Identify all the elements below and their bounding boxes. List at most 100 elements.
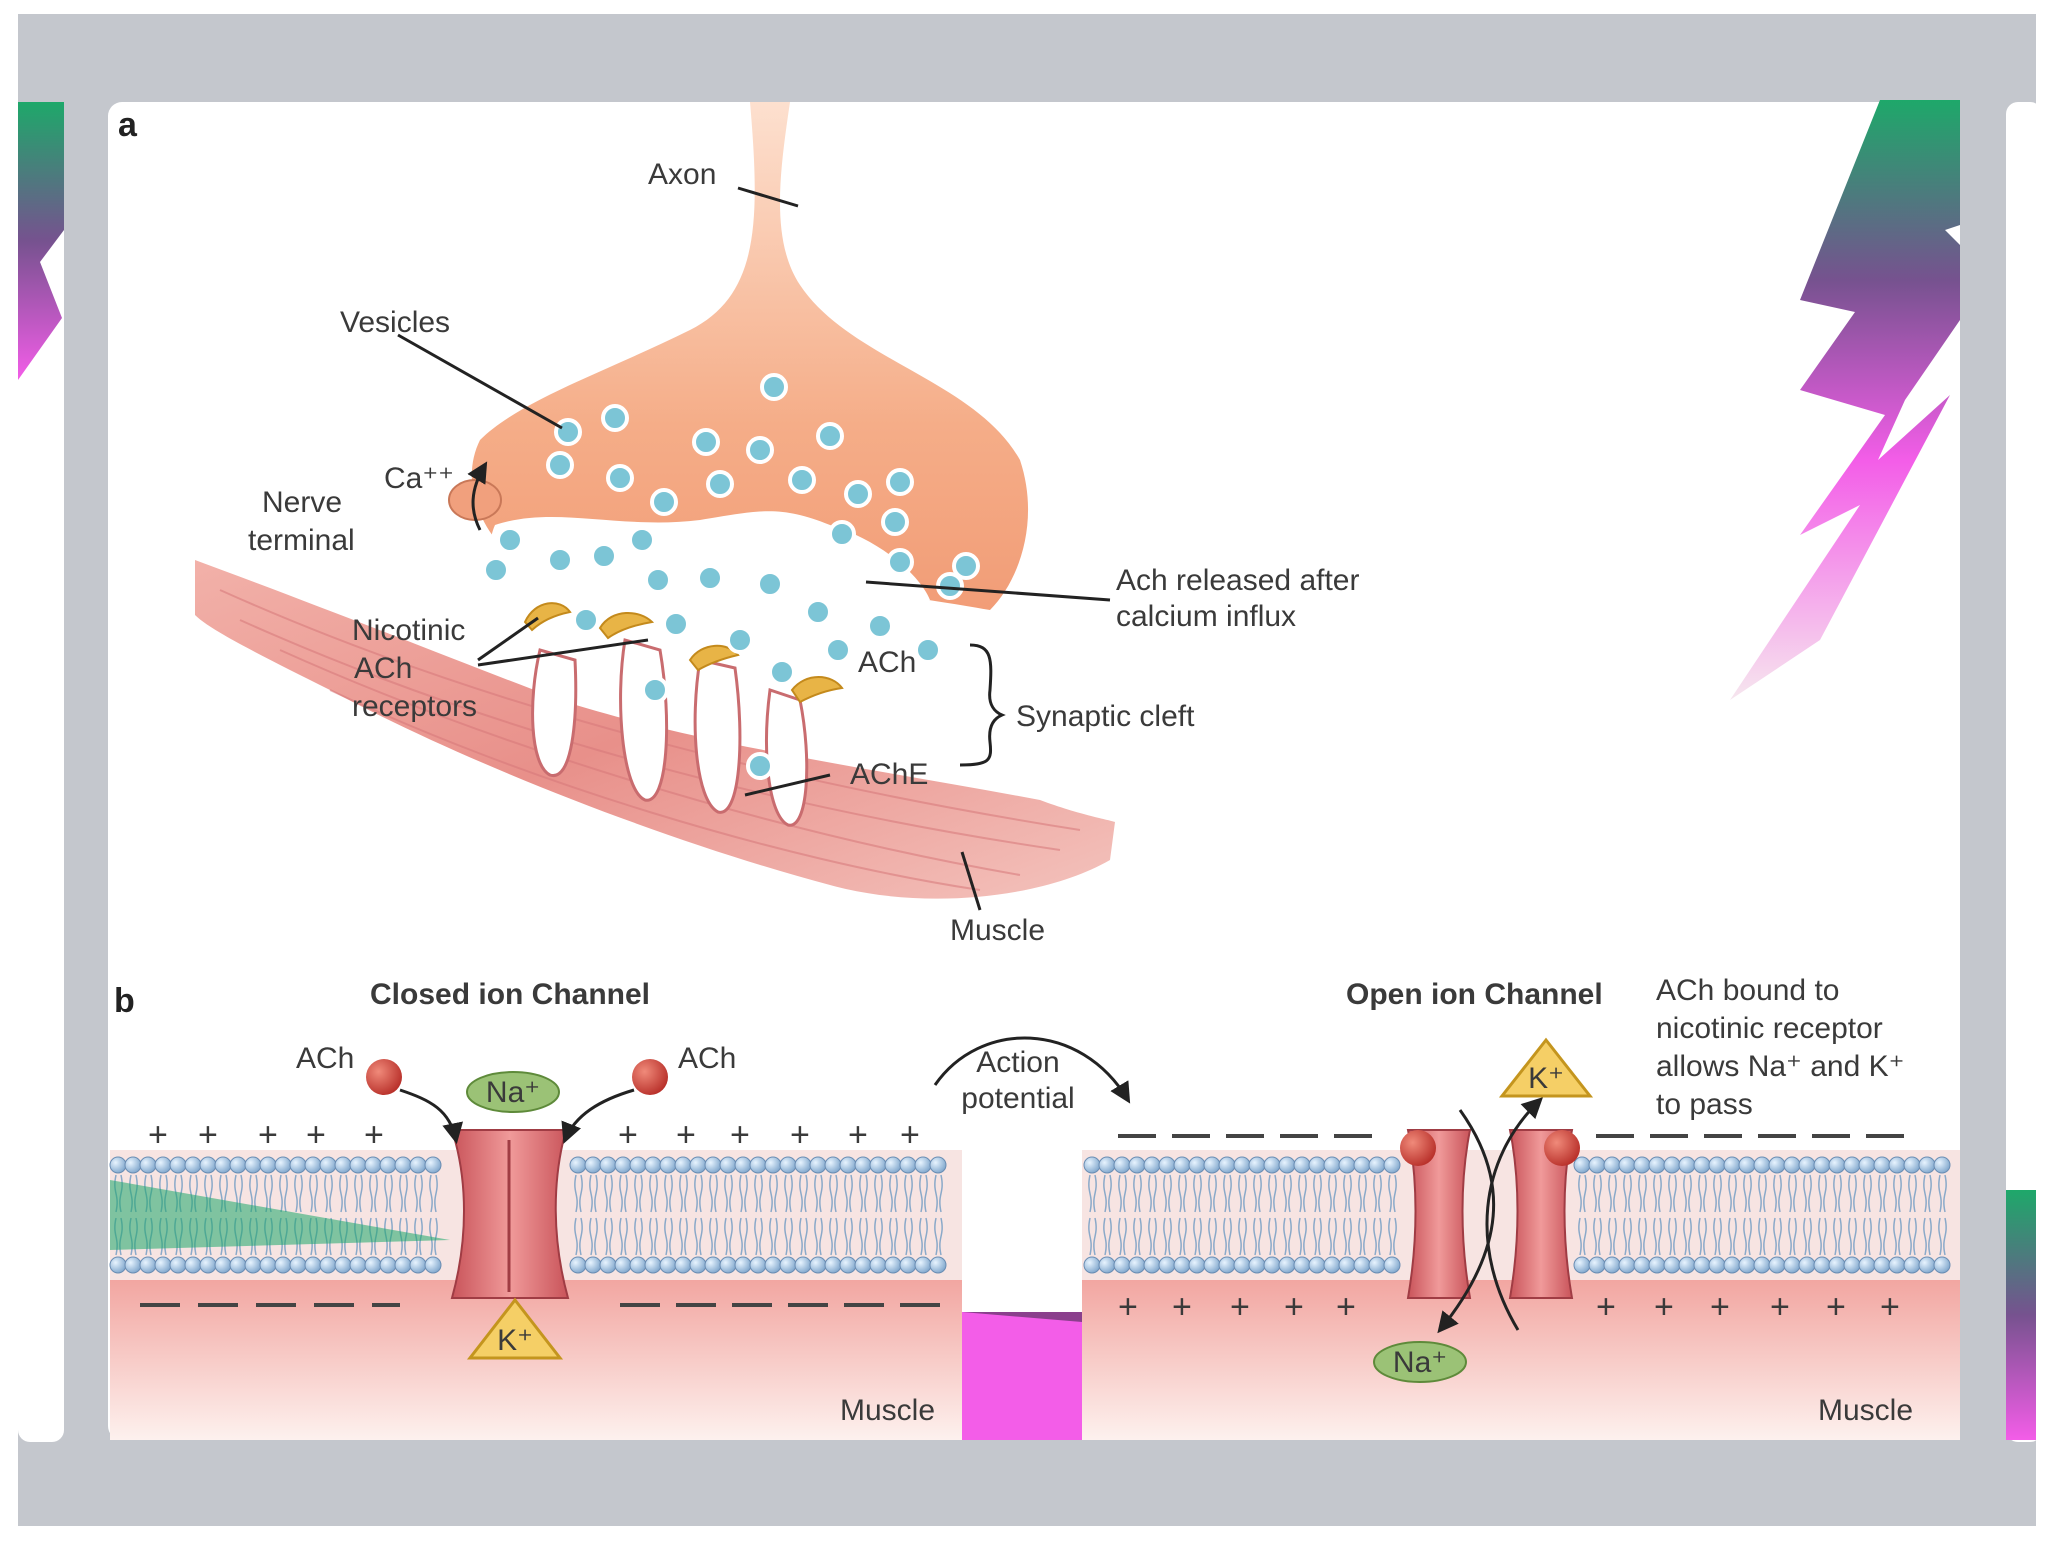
lipid-tail (739, 1217, 748, 1256)
lipid-tail (1923, 1174, 1932, 1213)
lipid-tail (829, 1217, 838, 1256)
lipid-head (614, 1256, 632, 1274)
lipid-head (824, 1256, 842, 1274)
lipid-head (1173, 1256, 1191, 1274)
lipid-head (214, 1156, 232, 1174)
lipid-head (379, 1256, 397, 1274)
lipid-head (644, 1256, 662, 1274)
lipid-tail (844, 1174, 853, 1213)
lipid-tail (694, 1217, 703, 1256)
lipid-tail (429, 1217, 438, 1256)
lipid-tail (1358, 1217, 1367, 1256)
lipid-head (424, 1156, 442, 1174)
lipid-head (229, 1256, 247, 1274)
lipid-head (394, 1256, 412, 1274)
lipid-tail (1593, 1174, 1602, 1213)
lipid-head (304, 1156, 322, 1174)
green-overlay-fragment (110, 1180, 450, 1250)
vesicle (662, 610, 690, 638)
lipid-tail (354, 1174, 363, 1213)
lipid-head (229, 1156, 247, 1174)
vesicle (886, 468, 914, 496)
lipid-head (1888, 1256, 1906, 1274)
lipid-head (1738, 1256, 1756, 1274)
lipid-tail (604, 1217, 613, 1256)
lipid-head (1888, 1156, 1906, 1174)
lipid-tail (829, 1174, 838, 1213)
lipid-tail (1713, 1217, 1722, 1256)
lipid-head (1338, 1156, 1356, 1174)
vesicles-group (482, 373, 980, 780)
lipid-tail (889, 1217, 898, 1256)
lipid-head (1843, 1256, 1861, 1274)
svg-text:+: + (364, 1116, 384, 1154)
lipid-head (1648, 1256, 1666, 1274)
lipid-tail (619, 1174, 628, 1213)
lipid-tail (754, 1217, 763, 1256)
lipid-tail (904, 1217, 913, 1256)
lipid-head (1278, 1156, 1296, 1174)
lipid-head (169, 1156, 187, 1174)
vesicle (866, 612, 894, 640)
lipid-tail (1638, 1217, 1647, 1256)
lipid-tail (1728, 1217, 1737, 1256)
lipid-tail (384, 1174, 393, 1213)
lipid-tail (619, 1217, 628, 1256)
svg-text:+: + (1710, 1288, 1730, 1326)
label-k-left: K⁺ (497, 1324, 533, 1357)
lipid-head (884, 1256, 902, 1274)
lipid-tail (1313, 1217, 1322, 1256)
vesicle (590, 542, 618, 570)
lipid-head (854, 1156, 872, 1174)
svg-text:+: + (1336, 1288, 1356, 1326)
vesicle (952, 552, 980, 580)
lipid-tail (634, 1217, 643, 1256)
label-na-left: Na⁺ (486, 1076, 540, 1109)
lipid-head (644, 1156, 662, 1174)
bound-ach-left (1400, 1130, 1436, 1166)
label-action-line1: Action (976, 1046, 1059, 1079)
lipid-tail (844, 1217, 853, 1256)
lipid-head (719, 1156, 737, 1174)
lipid-head (1933, 1156, 1951, 1174)
lipid-head (794, 1156, 812, 1174)
lipid-tail (1758, 1217, 1767, 1256)
lipid-head (364, 1156, 382, 1174)
lipid-tail (1848, 1217, 1857, 1256)
lipid-head (1308, 1156, 1326, 1174)
svg-text:+: + (1230, 1288, 1250, 1326)
lipid-tail (1638, 1174, 1647, 1213)
label-ache: AChE (850, 758, 928, 791)
lipid-head (1143, 1256, 1161, 1274)
lipid-head (1573, 1156, 1591, 1174)
label-open-note-line2: nicotinic receptor (1656, 1012, 1883, 1045)
left-neighbor-card (18, 102, 64, 1442)
label-ach: ACh (858, 646, 916, 679)
lipid-head (1858, 1256, 1876, 1274)
lipid-head (779, 1156, 797, 1174)
lipid-tail (1623, 1217, 1632, 1256)
svg-text:+: + (148, 1116, 168, 1154)
lipid-tail (1088, 1217, 1097, 1256)
lipid-head (109, 1156, 127, 1174)
vesicle (650, 488, 678, 516)
vesicle (706, 470, 734, 498)
lipid-head (1218, 1156, 1236, 1174)
lipid-tail (1238, 1217, 1247, 1256)
lipid-head (1353, 1256, 1371, 1274)
lipid-head (244, 1156, 262, 1174)
lipid-head (929, 1256, 947, 1274)
svg-text:+: + (730, 1116, 750, 1154)
lipid-head (1933, 1256, 1951, 1274)
lipid-head (614, 1156, 632, 1174)
lipid-tail (1298, 1174, 1307, 1213)
lipid-tail (1893, 1217, 1902, 1256)
title-open-channel: Open ion Channel (1346, 978, 1603, 1011)
lipid-tail (1668, 1174, 1677, 1213)
lipid-tail (1223, 1174, 1232, 1213)
svg-text:+: + (1880, 1288, 1900, 1326)
sodium-ion-left (466, 1071, 560, 1113)
lipid-tail (1193, 1174, 1202, 1213)
lipid-head (1308, 1256, 1326, 1274)
lipid-head (704, 1256, 722, 1274)
